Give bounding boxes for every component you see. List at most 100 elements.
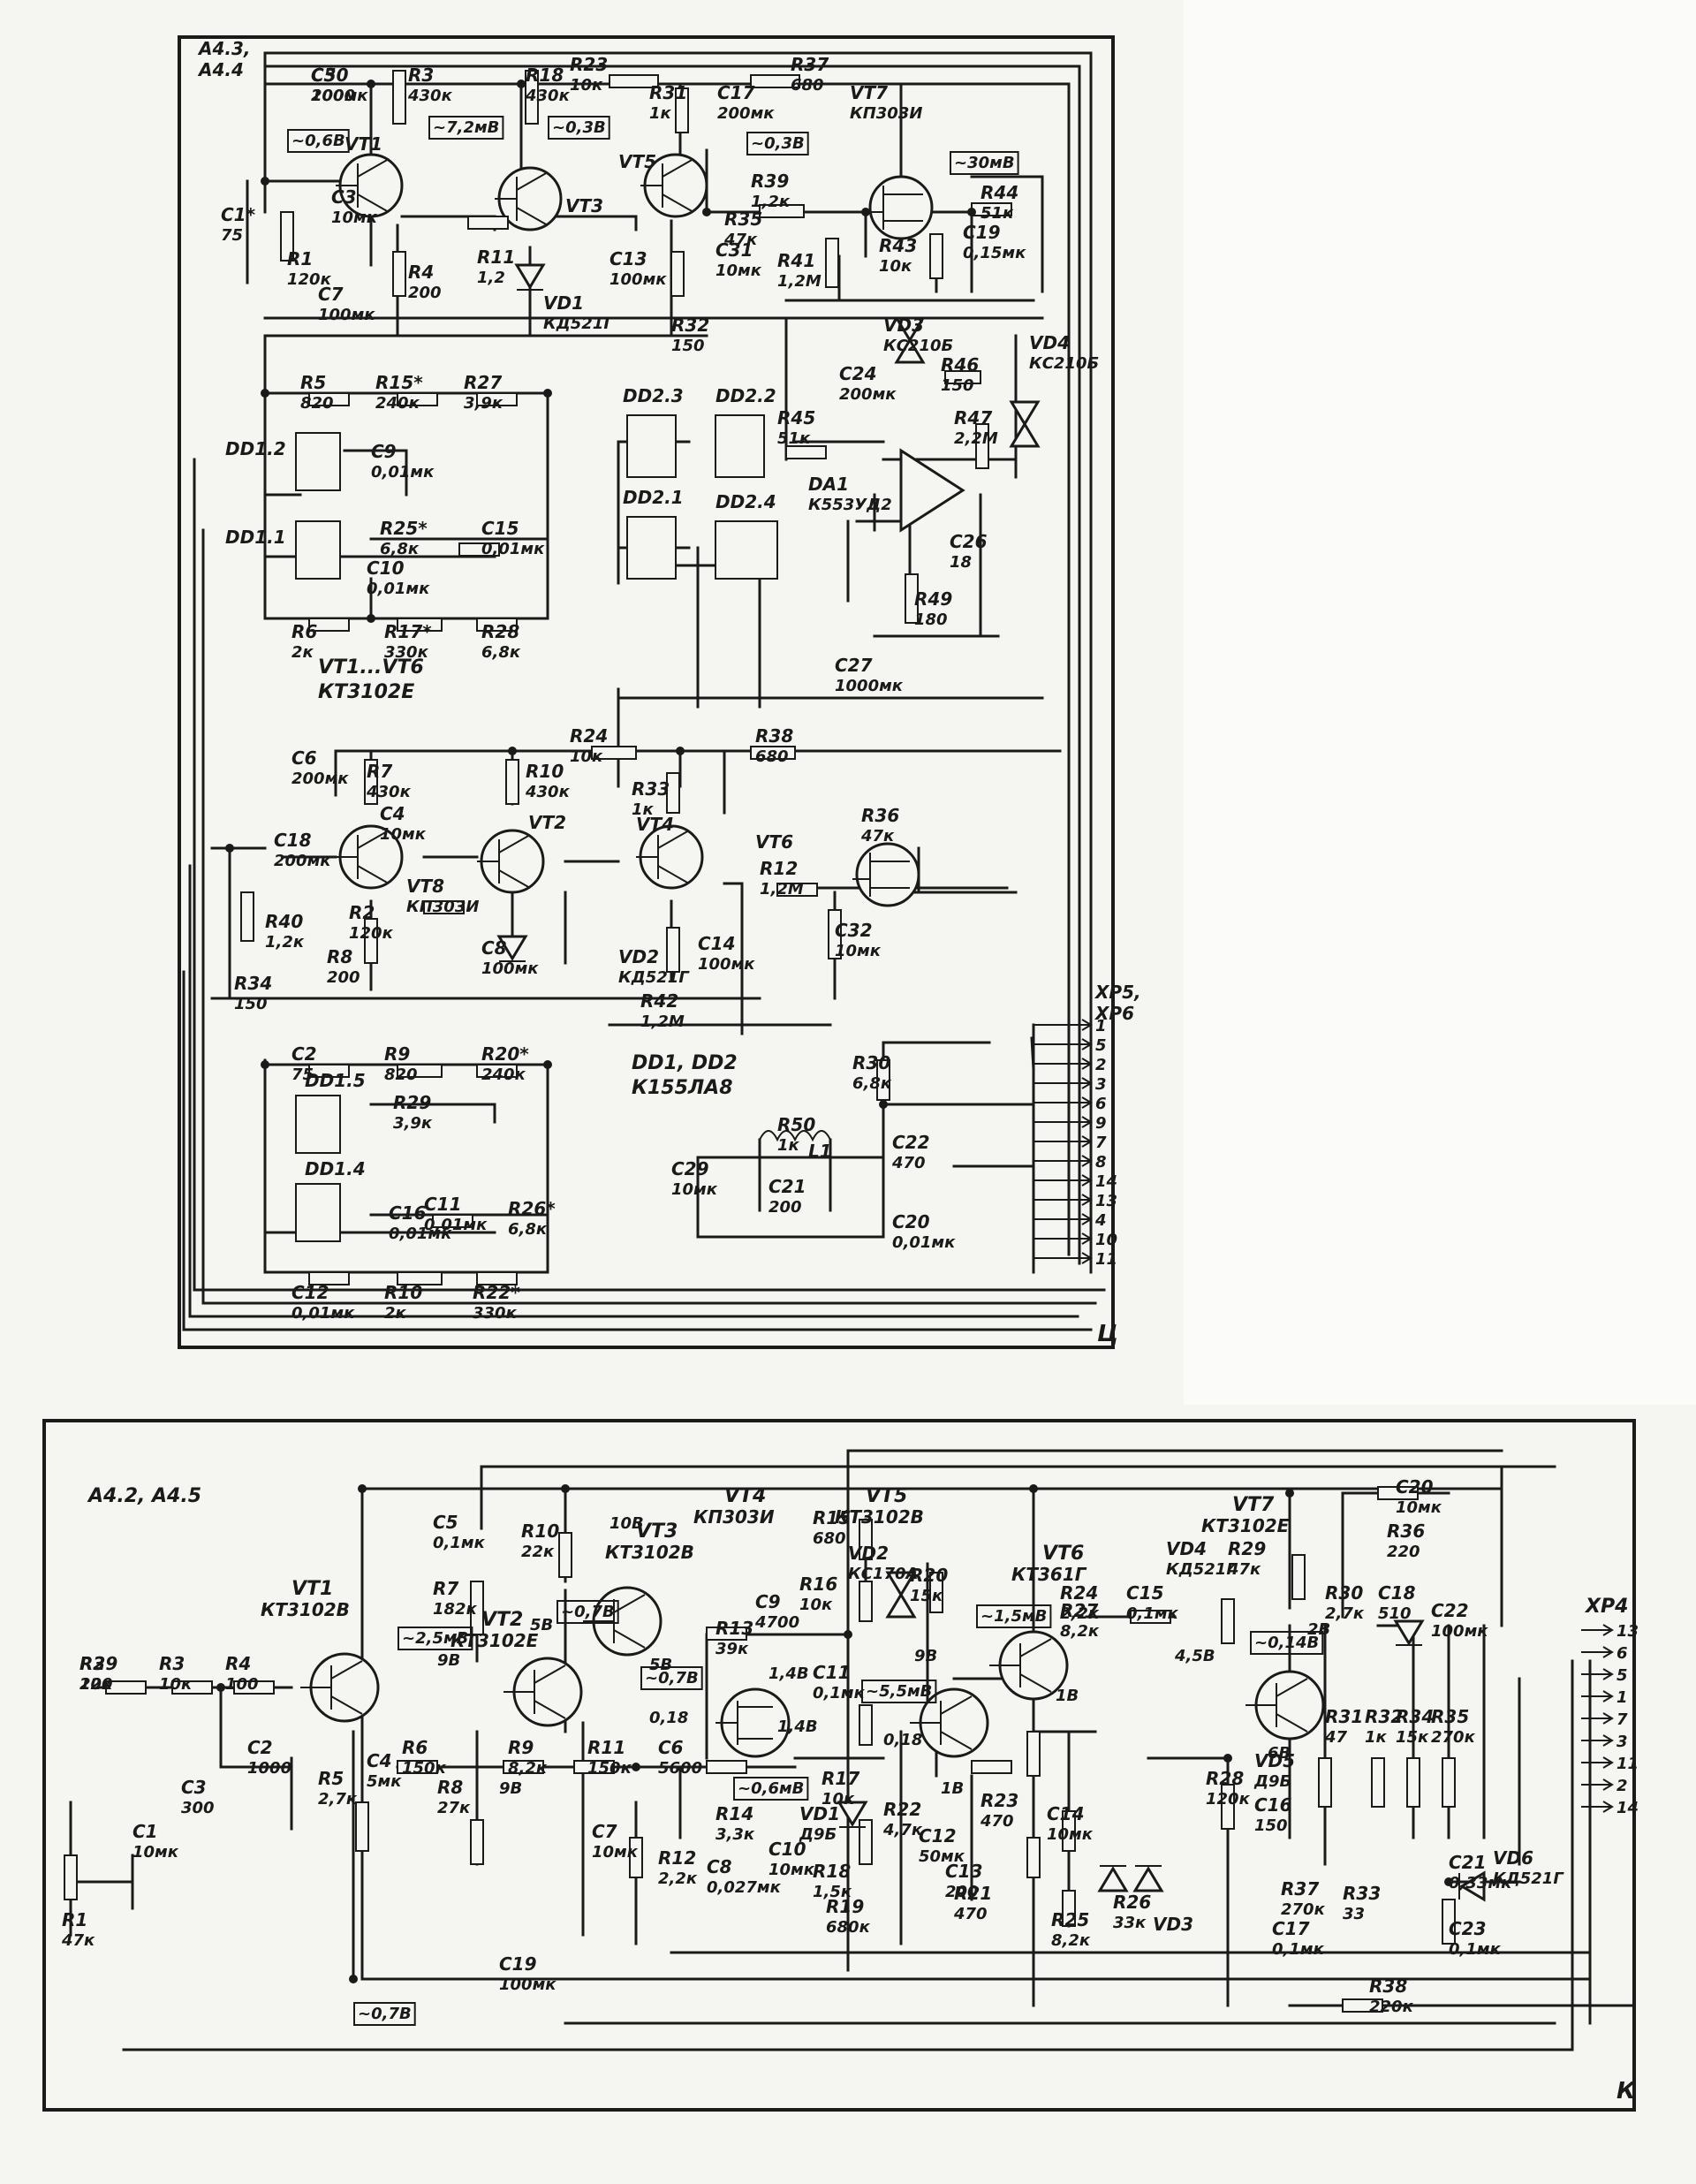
ts-component-ref: R30: [852, 1052, 890, 1073]
ts-gate-dd2-1: [626, 516, 677, 580]
k-component-ref: R33: [1343, 1883, 1381, 1904]
ts-component-ref: C5: [311, 64, 337, 86]
ts-component-ref: R4: [408, 262, 434, 283]
k-transistor-vt3: [583, 1586, 662, 1657]
k-connector-pin: 1: [1616, 1688, 1628, 1707]
ts-connector-pin: 14: [1095, 1172, 1117, 1191]
ts-resistors-vertical: [240, 70, 989, 1101]
k-board-label: А4.2, А4.5: [87, 1485, 201, 1507]
k-voltage-tag: ~0,7В: [358, 2005, 412, 2023]
ts-component-value: 200мк: [311, 87, 368, 105]
ts-component-ref: R43: [879, 235, 917, 256]
ts-component-value: 240к: [481, 1065, 526, 1084]
ts-component-ref: C6: [292, 747, 317, 769]
ts-component-ref: R40: [265, 911, 303, 932]
k-component-ref: C5: [433, 1512, 458, 1533]
ts-component-value: 10мк: [331, 209, 378, 227]
k-connector-pin-line: [1581, 1734, 1614, 1747]
ts-connector-pins: [1034, 1019, 1093, 1264]
ts-component-value: 0,01мк: [424, 1216, 488, 1234]
k-component-ref: C21: [1449, 1852, 1487, 1873]
k-component-ref: C11: [813, 1662, 851, 1683]
k-component-value: 270к: [1281, 1900, 1326, 1919]
k-connector-pin-line: [1581, 1668, 1614, 1680]
ts-component-ref: R41: [777, 250, 815, 271]
k-component-ref: R27: [1060, 1600, 1098, 1621]
ts-component-value: 2,2М: [954, 429, 998, 448]
k-transistor-type: КТ3102В: [261, 1599, 350, 1620]
k-component-ref: R34: [1396, 1706, 1434, 1727]
voltage-tag-box: [746, 132, 809, 155]
ts-component-value: 1к: [777, 1136, 800, 1155]
k-component-value: 4700: [754, 1613, 799, 1632]
ts-resistors: [308, 74, 1012, 1285]
ts-component-ref: R6: [292, 621, 317, 642]
k-component-value: 10мк: [1047, 1825, 1094, 1844]
ts-component-ref: R12: [760, 858, 798, 879]
ts-connector-pin-line: [1034, 1252, 1093, 1264]
ts-logic-group-type: К155ЛА8: [632, 1077, 733, 1099]
k-component-value: 270к: [1431, 1728, 1476, 1747]
k-component-value: 10мк: [132, 1843, 179, 1862]
ts-component-value: 200мк: [839, 385, 897, 404]
ts-component-ref: R20*: [481, 1043, 529, 1065]
k-component-ref: R7: [433, 1578, 458, 1599]
k-node-voltage: 0,18: [883, 1731, 922, 1749]
ts-diodes: [496, 263, 1041, 962]
ts-gate-dd2-2: [715, 414, 765, 478]
k-component-value: 33к: [1113, 1914, 1147, 1932]
k-component-value: 33: [1343, 1905, 1365, 1923]
ts-transistor-vt7: [866, 175, 934, 240]
ts-component-value: 1к: [649, 104, 672, 123]
ts-component-ref: R10: [526, 761, 564, 782]
ts-corner-label: Ц: [1097, 1321, 1118, 1347]
k-voltage-tag: ~1,5мВ: [980, 1607, 1047, 1626]
voltage-tag-box: [976, 1604, 1052, 1628]
k-component-value: 10к: [159, 1675, 193, 1694]
k-component-ref: R25: [1051, 1909, 1089, 1930]
ts-transistor-group-type: КТ3102Е: [318, 681, 414, 703]
ts-transistor-vt5: [640, 153, 708, 218]
ts-component-ref: C18: [274, 830, 312, 851]
k-voltage-tag: ~5,5мВ: [866, 1682, 932, 1701]
ts-component-ref: VT4: [636, 814, 674, 835]
ts-component-ref: C4: [380, 803, 405, 824]
k-transistor-ref: VT3: [636, 1520, 678, 1543]
k-component-value: 10к: [799, 1596, 833, 1614]
ts-component-value: 1000мк: [835, 677, 904, 695]
ts-component-value: 47к: [723, 231, 758, 249]
k-node-voltage: 9В: [914, 1647, 937, 1665]
ts-component-value: 430к: [366, 783, 412, 801]
ts-gate-label: DD1.1: [225, 527, 286, 548]
ts-connector-name: XP6: [1094, 1003, 1134, 1024]
k-transistor-type: КТ3102В: [835, 1506, 924, 1528]
k-transistor-vt6: [989, 1630, 1069, 1701]
k-resistors: [105, 1486, 1419, 2013]
k-component-ref: C12: [919, 1825, 957, 1847]
k-component-value: 0,1мк: [1272, 1940, 1325, 1959]
ts-component-value: КС210Б: [883, 337, 953, 355]
ts-component-value: 47к: [860, 827, 895, 846]
k-connector-pin-line: [1581, 1778, 1614, 1791]
ts-inductor-l1: [759, 1130, 831, 1142]
ts-component-value: 1,2М: [640, 1012, 685, 1031]
ts-component-value: 0,01мк: [371, 463, 435, 482]
k-transistor-vt5: [910, 1687, 989, 1758]
k-component-ref: R38: [1369, 1975, 1407, 1997]
k-resistors-vertical: [64, 1519, 1456, 1945]
voltage-tag-box: [556, 1600, 619, 1624]
ts-component-value: 10мк: [380, 825, 427, 844]
ts-component-ref: C15: [481, 518, 519, 539]
ts-connector-pin-line: [1034, 1077, 1093, 1089]
k-node-voltage: 6В: [1268, 1744, 1291, 1763]
ts-component-value: 200: [327, 968, 360, 987]
ts-component-value: 75: [221, 226, 243, 245]
ts-component-ref: R44: [980, 182, 1018, 203]
ts-component-value: 2к: [292, 643, 314, 662]
k-connector-pin-line: [1581, 1646, 1614, 1658]
ts-component-value: 10мк: [671, 1180, 718, 1199]
k-component-ref: R8: [437, 1777, 463, 1798]
k-node-voltage: 5В: [649, 1656, 672, 1674]
ts-component-ref: C30: [311, 64, 349, 86]
